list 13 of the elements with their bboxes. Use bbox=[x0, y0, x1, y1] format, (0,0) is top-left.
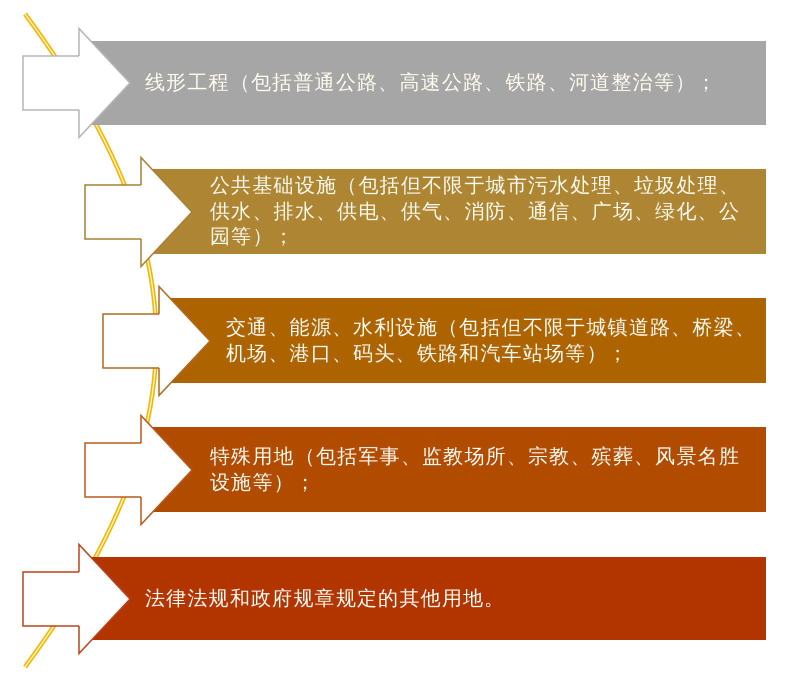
block-arrow bbox=[84, 156, 193, 268]
banner-text: 公共基础设施（包括但不限于城市污水处理、垃圾处理、供水、排水、供电、供气、消防、通信、广场、绿化、公园等）； bbox=[210, 173, 741, 250]
block-arrow bbox=[84, 414, 193, 526]
text-banner bbox=[168, 298, 766, 383]
banner-text: 交通、能源、水利设施（包括但不限于城镇道路、桥梁、机场、港口、码头、铁路和汽车站场等）； bbox=[226, 315, 757, 366]
banner-text: 特殊用地（包括军事、监教场所、宗教、殡葬、风景名胜设施等）； bbox=[210, 444, 741, 495]
block-arrow bbox=[22, 544, 131, 654]
text-banner bbox=[150, 169, 766, 254]
block-arrow bbox=[102, 286, 211, 396]
banner-text: 法律法规和政府规章规定的其他用地。 bbox=[145, 586, 506, 612]
block-arrow bbox=[22, 28, 131, 138]
text-banner bbox=[150, 427, 766, 512]
banner-text: 线形工程（包括普通公路、高速公路、铁路、河道整治等）； bbox=[145, 70, 718, 96]
